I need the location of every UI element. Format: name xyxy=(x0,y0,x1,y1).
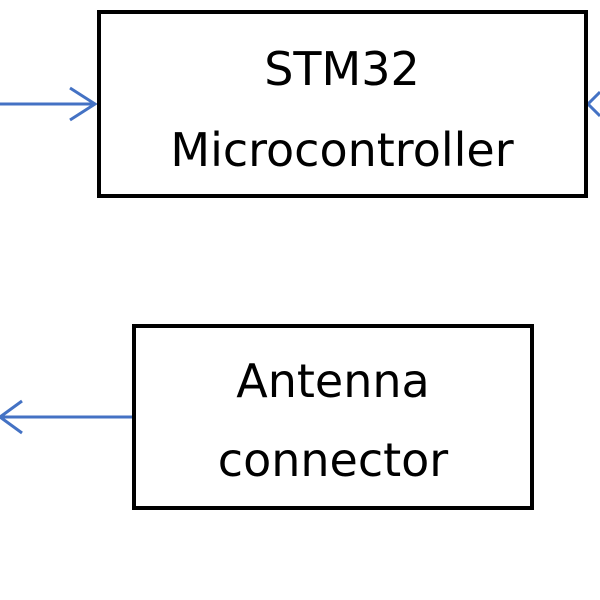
stm32-block-label-line1: STM32 xyxy=(264,42,420,96)
arrow-from-right-into-stm32 xyxy=(585,90,600,118)
stm32-block-border xyxy=(97,10,588,198)
stm32-microcontroller-block: STM32 Microcontroller xyxy=(97,10,588,198)
antenna-block-label-line2: connector xyxy=(218,433,449,487)
stm32-block-label-line2: Microcontroller xyxy=(170,123,513,177)
arrow-from-antenna-connector xyxy=(0,399,132,435)
antenna-connector-block: Antenna connector xyxy=(132,324,534,510)
antenna-block-border xyxy=(132,324,534,510)
arrow-into-stm32 xyxy=(0,86,98,122)
antenna-block-label-line1: Antenna xyxy=(236,354,429,408)
